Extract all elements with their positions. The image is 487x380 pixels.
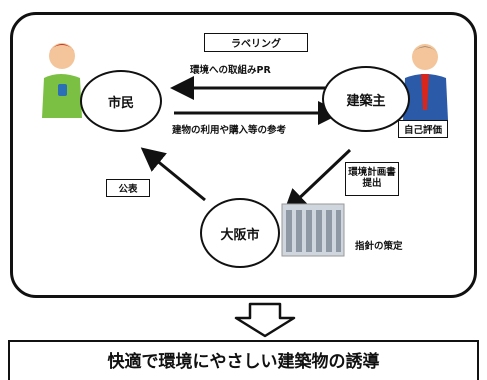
arrow-env-plan [283, 148, 352, 214]
building-icon [281, 203, 345, 257]
owner-businessman-icon [403, 44, 448, 120]
conclusion-text: 快適で環境にやさしい建築物の誘導 [107, 352, 380, 372]
node-citizen: 市民 [80, 70, 162, 132]
labeling-box: ラベリング [204, 33, 308, 52]
citizen-person-icon [42, 43, 82, 118]
node-owner: 建築主 [322, 66, 410, 132]
conclusion-box: 快適で環境にやさしい建築物の誘導 [8, 340, 479, 380]
env-plan-line1: 環境計画書 [348, 167, 396, 179]
policy-label: 指針の策定 [355, 241, 403, 252]
reference-label: 建物の利用や購入等の参考 [172, 125, 287, 136]
node-osaka: 大阪市 [200, 198, 280, 268]
down-arrow-icon [234, 302, 296, 338]
arrow-publish [140, 147, 206, 202]
env-plan-box: 環境計画書 提出 [345, 162, 399, 196]
self-eval-box: 自己評価 [398, 120, 448, 138]
pr-label: 環境への取組みPR [190, 65, 271, 76]
env-plan-line2: 提出 [362, 178, 382, 189]
publish-box: 公表 [106, 179, 150, 197]
